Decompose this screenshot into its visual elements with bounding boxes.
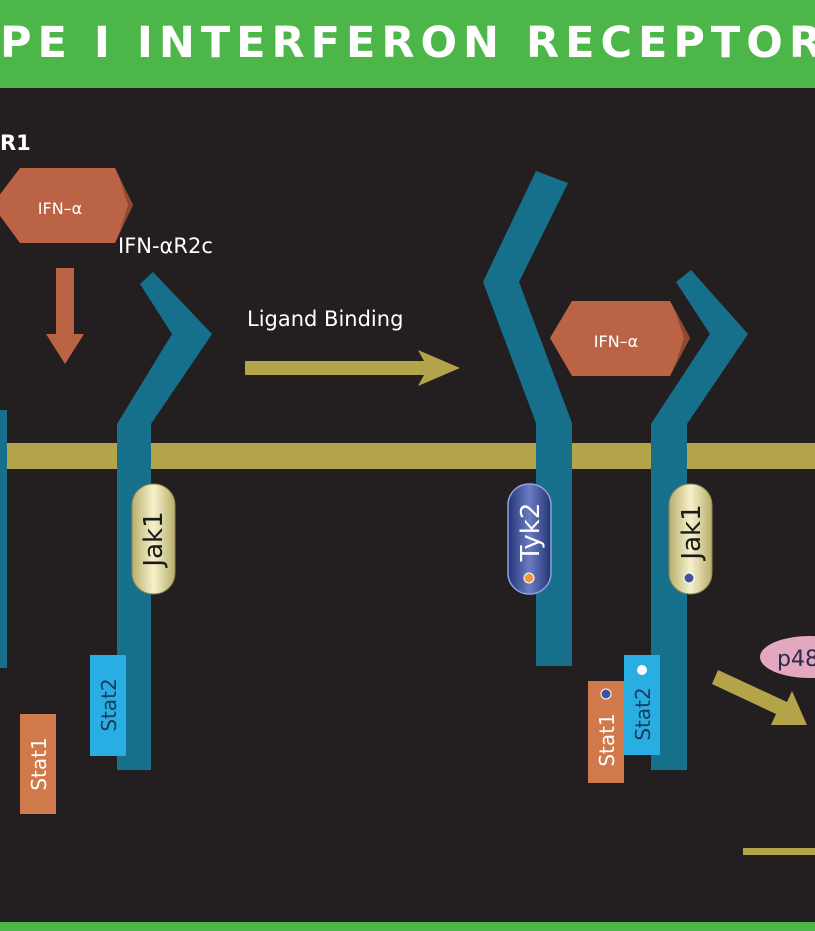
p48-label: p48 [777, 647, 815, 672]
p48-protein [760, 636, 815, 678]
ligand-ifn-alpha-right [550, 301, 690, 376]
title-banner: PE I INTERFERON RECEPTOR COMPL [0, 0, 815, 88]
receptor-r2c-left [117, 272, 212, 770]
stat2-left [90, 655, 126, 756]
ligand-ifn-alpha-left [0, 168, 133, 243]
ligand-binding-arrow [245, 350, 460, 386]
jak1-right-phospho-dot [683, 572, 695, 584]
ligand-label-left: IFN–α [38, 199, 82, 218]
nuclear-membrane-line [743, 848, 815, 855]
jak1-left-label: Jak1 [139, 511, 169, 568]
tyk2-right [507, 483, 552, 595]
stat2-right-phospho-dot [637, 665, 647, 675]
ligand-binding-label: Ligand Binding [247, 307, 403, 331]
jak1-right-label: Jak1 [677, 504, 707, 561]
receptor-r2c-label: IFN-αR2c [118, 234, 213, 258]
stat1-right-phospho-dot [600, 688, 612, 700]
stat1-right-label: Stat1 [595, 713, 619, 766]
receptor-r1-label-partial: R1 [0, 131, 31, 155]
p48-diagonal-arrow [712, 670, 807, 725]
binding-down-arrow [46, 268, 84, 364]
tyk2-phospho-dot [523, 572, 535, 584]
stat1-left-label: Stat1 [27, 737, 51, 790]
bottom-banner-strip [0, 922, 815, 931]
ligand-label-right: IFN–α [594, 332, 638, 351]
page-title: PE I INTERFERON RECEPTOR COMPL [0, 18, 815, 68]
tyk2-label: Tyk2 [516, 503, 546, 563]
jak1-left [131, 483, 176, 595]
receptor-r1-left-partial [0, 410, 7, 668]
jak1-right [668, 483, 713, 595]
receptor-r2c-right [651, 270, 748, 770]
stat2-left-label: Stat2 [97, 678, 121, 731]
stat2-right-label: Stat2 [631, 687, 655, 740]
stat1-left [20, 714, 56, 814]
